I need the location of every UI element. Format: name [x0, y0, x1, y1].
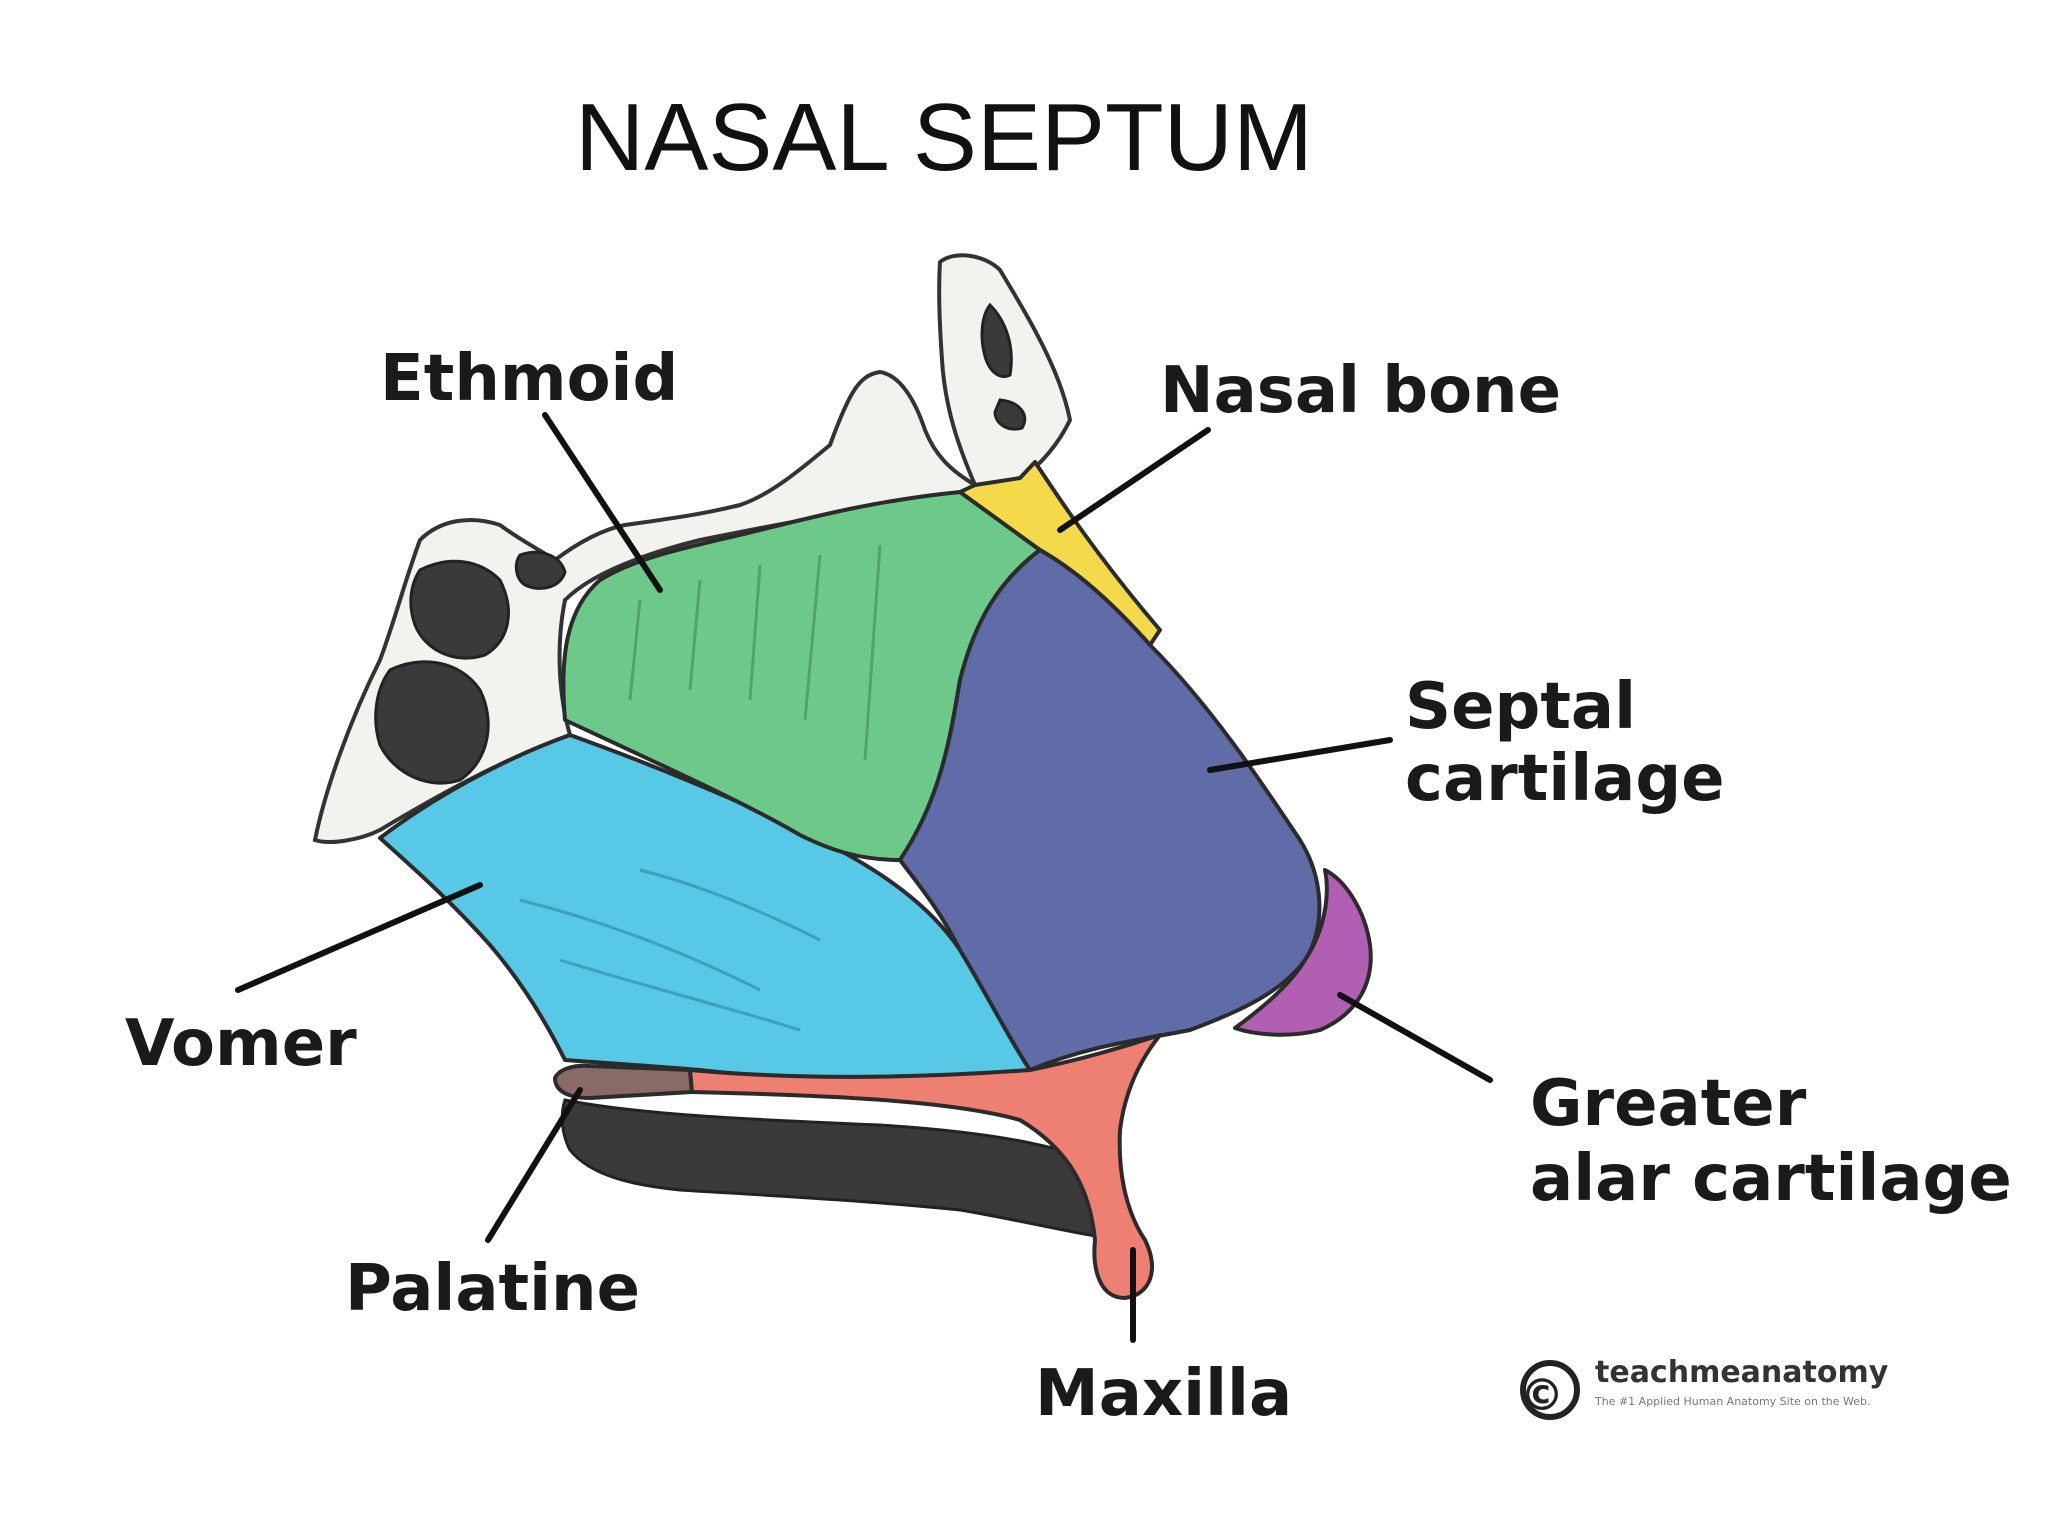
septal-cartilage-region	[898, 548, 1322, 1072]
greater-alar-cartilage-region	[1233, 868, 1373, 1037]
vomer-texture-3	[639, 868, 821, 942]
copyright-icon	[1520, 1360, 1580, 1420]
greater-alar-cartilage-leader	[1337, 992, 1493, 1083]
sphenoid-sinus-upper	[409, 559, 510, 660]
watermark-brand: teachmeanatomy	[1595, 1355, 1889, 1390]
ethmoid-leader	[542, 412, 663, 593]
label-greater-line2: alar cartilage	[1530, 1142, 2012, 1216]
septum-regions	[378, 460, 1373, 1300]
vomer-texture-2	[559, 958, 801, 1032]
ethmoid-texture-3	[748, 564, 762, 701]
ethmoid-texture-1	[628, 599, 642, 701]
skull-outline	[312, 253, 1073, 844]
ethmoid-texture-4	[803, 554, 822, 721]
ethmoid-texture-5	[863, 544, 882, 761]
nasal-bone-leader	[1057, 427, 1211, 533]
label-maxilla: Maxilla	[1035, 1357, 1292, 1431]
vomer-leader	[235, 882, 483, 993]
sphenoid-sinus-lower	[374, 660, 490, 785]
frontal-sinus	[980, 302, 1013, 378]
septal-cartilage-leader	[1207, 737, 1393, 773]
palatine-leader	[485, 1087, 583, 1243]
diagram-title: NASAL SEPTUM	[575, 84, 1313, 191]
watermark: © teachmeanatomy The #1 Applied Human An…	[1520, 1355, 1889, 1421]
watermark-tagline: The #1 Applied Human Anatomy Site on the…	[1594, 1395, 1871, 1408]
copyright-symbol: ©	[1520, 1370, 1564, 1421]
labels: Ethmoid Nasal bone Septal cartilage Vome…	[125, 342, 2012, 1431]
vomer-texture-1	[519, 898, 761, 992]
label-greater-line1: Greater	[1530, 1067, 1807, 1141]
ethmoid-texture-2	[688, 579, 702, 691]
label-septal-line1: Septal	[1405, 670, 1636, 744]
label-septal-line2: cartilage	[1405, 742, 1725, 816]
sphenoid-bone	[312, 369, 1028, 844]
label-nasal-bone: Nasal bone	[1160, 354, 1561, 428]
hard-palate-shadow	[560, 1098, 1124, 1242]
sphenoid-sinus-small	[514, 550, 567, 590]
label-ethmoid: Ethmoid	[380, 342, 678, 416]
label-vomer: Vomer	[125, 1007, 357, 1081]
label-palatine: Palatine	[345, 1252, 640, 1326]
frontal-sinus-lower	[993, 398, 1027, 431]
leader-lines	[235, 412, 1493, 1343]
maxilla-region	[688, 1033, 1162, 1300]
